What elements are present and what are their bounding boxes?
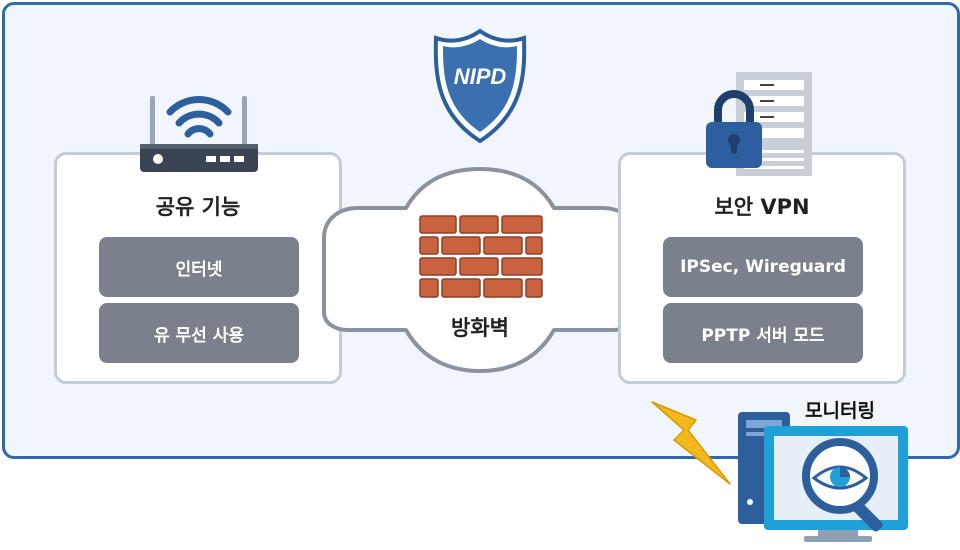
- sharing-card-title: 공유 기능: [155, 195, 241, 219]
- feature-item-pptp-server: PPTP 서버 모드: [663, 303, 863, 363]
- feature-item-ipsec-wireguard: IPSec, Wireguard: [663, 237, 863, 297]
- vpn-card-title: 보안 VPN: [714, 195, 810, 219]
- firewall-label: 방화벽: [451, 316, 509, 340]
- wifi-router-icon: [140, 96, 258, 172]
- lightning-icon: [651, 401, 731, 485]
- shield-icon: NIPD: [433, 28, 527, 144]
- monitor-magnifier-icon: [738, 412, 908, 542]
- brick-wall-icon: [419, 215, 543, 298]
- feature-item-wired-wireless: 유 무선 사용: [99, 303, 299, 363]
- monitoring-label: 모니터링: [805, 400, 875, 422]
- sharing-card: 공유 기능 인터넷 유 무선 사용: [54, 152, 342, 384]
- vpn-card: 보안 VPN IPSec, Wireguard PPTP 서버 모드: [618, 152, 906, 384]
- feature-item-internet: 인터넷: [99, 237, 299, 297]
- logo-text: NIPD: [454, 64, 507, 89]
- server-lock-icon: [706, 72, 812, 176]
